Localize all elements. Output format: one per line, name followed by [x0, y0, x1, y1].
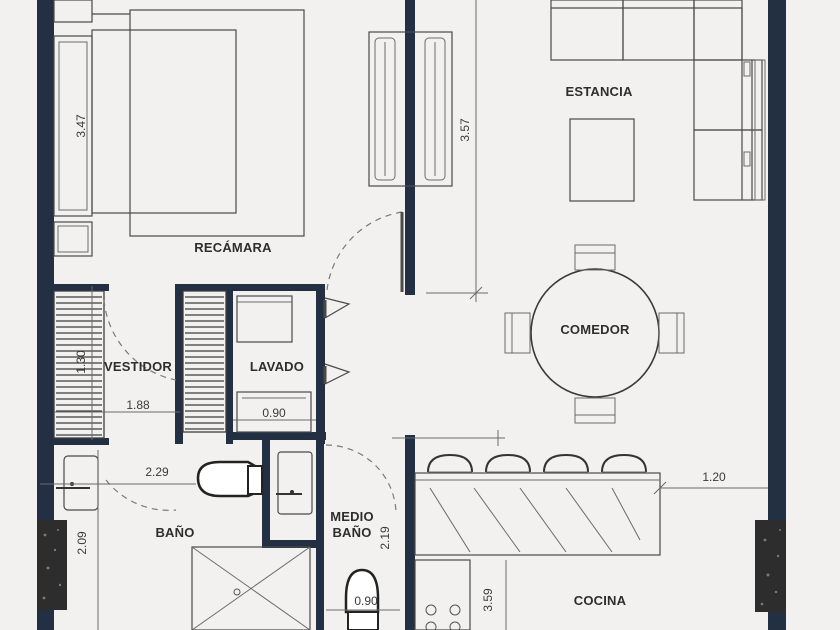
bar-stool: [601, 453, 647, 473]
room-label-medio-bano-1: MEDIO: [330, 509, 374, 524]
coffee-table: [569, 118, 635, 202]
bar-stool: [543, 453, 589, 473]
dimension-bed-347: 3.47: [74, 114, 88, 138]
dimension-guides: [40, 286, 507, 630]
dimension-vestidor-130: 1.30: [74, 350, 88, 374]
hatch-line: [473, 487, 521, 553]
dimension-kitchen-120: 1.20: [702, 470, 726, 484]
concrete-columns: [37, 520, 786, 612]
room-label-estancia: ESTANCIA: [565, 84, 632, 99]
dimension-cocina-359: 3.59: [481, 588, 495, 612]
dimension-bano-229: 2.29: [145, 465, 169, 479]
bedroom-cabinet: [53, 0, 93, 257]
bathroom: [56, 450, 311, 630]
dimension-wall-357: 3.57: [458, 118, 472, 142]
room-label-cocina: COCINA: [574, 593, 627, 608]
hatch-line: [429, 487, 471, 553]
dining-table: [504, 244, 685, 424]
structural-walls: [37, 0, 786, 630]
kitchen-counter: [414, 559, 471, 630]
room-label-recamara: RECÁMARA: [194, 240, 272, 255]
bed: [91, 9, 305, 237]
room-label-medio-bano-2: BAÑO: [332, 525, 371, 540]
bar-stool: [485, 453, 531, 473]
room-label-lavado: LAVADO: [250, 359, 304, 374]
room-label-bano: BAÑO: [155, 525, 194, 540]
dimension-vestidor-188: 1.88: [126, 398, 150, 412]
kitchen-island: [392, 430, 768, 556]
laundry-doors: [323, 297, 351, 385]
hatch-line: [611, 487, 641, 541]
bar-stool: [427, 453, 473, 473]
dimension-toilet-090: 0.90: [354, 594, 378, 608]
wardrobe-doors: [368, 31, 453, 187]
room-label-vestidor: VESTIDOR: [104, 359, 172, 374]
bedroom-door: [326, 211, 404, 292]
hatch-line: [519, 487, 567, 553]
dimension-lavado-090: 0.90: [262, 406, 286, 420]
dimension-medio-219: 2.19: [378, 526, 392, 550]
laundry: [236, 295, 312, 433]
dimension-bano-209: 2.09: [75, 531, 89, 555]
vestidor-shelves: [53, 290, 227, 439]
hatch-line: [565, 487, 613, 553]
room-label-comedor: COMEDOR: [560, 322, 630, 337]
dimension-line-357: [426, 0, 488, 302]
sofa: [550, 0, 766, 201]
half-bath: [276, 444, 397, 630]
